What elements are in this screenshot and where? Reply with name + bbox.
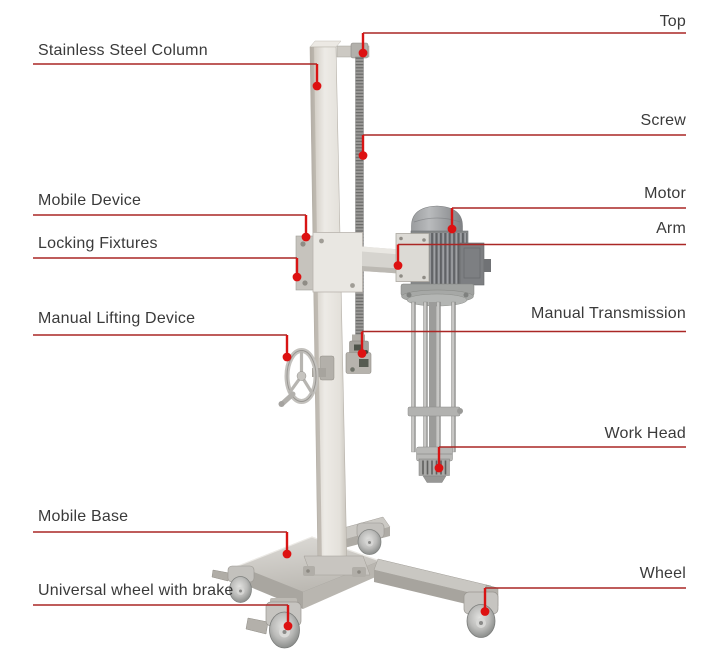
- label-mobile-device: Mobile Device: [38, 192, 142, 209]
- label-stainless-steel-column: Stainless Steel Column: [38, 42, 208, 59]
- leader-locking-fixtures: [33, 257, 302, 282]
- leader-dot: [292, 272, 302, 282]
- label-wheel: Wheel: [639, 565, 686, 582]
- label-mobile-base: Mobile Base: [38, 508, 129, 525]
- leader-dot: [393, 261, 403, 270]
- machine-transmission: [345, 334, 372, 374]
- leader-arm: [393, 243, 686, 270]
- leader-dot: [358, 151, 368, 160]
- label-top: Top: [659, 13, 686, 30]
- label-manual-transmission: Manual Transmission: [531, 305, 686, 322]
- label-screw: Screw: [640, 112, 686, 129]
- leader-dot: [447, 224, 457, 234]
- leader-stainless-steel-column: [33, 63, 322, 91]
- label-universal-wheel-with-brake: Universal wheel with brake: [38, 582, 234, 599]
- caster-back-left: [211, 565, 255, 603]
- label-locking-fixtures: Locking Fixtures: [38, 235, 158, 252]
- label-arm: Arm: [656, 220, 686, 237]
- leader-top: [358, 32, 686, 58]
- machine-shaft-assembly: [406, 293, 468, 453]
- label-work-head: Work Head: [604, 425, 686, 442]
- label-manual-lifting-device: Manual Lifting Device: [38, 310, 196, 327]
- label-motor: Motor: [644, 185, 686, 202]
- leader-dot: [434, 463, 444, 473]
- leader-dot: [480, 607, 490, 616]
- leader-work-head: [434, 446, 686, 473]
- leader-dot: [282, 352, 292, 362]
- leader-mobile-device: [33, 214, 311, 242]
- leader-dot: [358, 48, 368, 58]
- machine-motor: [395, 205, 491, 304]
- leader-dot: [282, 549, 292, 559]
- leader-dot: [283, 621, 293, 631]
- leader-manual-lifting-device: [33, 334, 292, 362]
- leader-universal-wheel: [33, 604, 293, 631]
- leader-dot: [312, 81, 322, 91]
- caster-back-right: [356, 522, 385, 555]
- leader-wheel: [480, 587, 686, 616]
- caster-front-left-with-brake: [245, 598, 302, 649]
- machine-column-foot: [303, 555, 371, 577]
- leader-motor: [447, 207, 686, 234]
- machine-handwheel: [278, 348, 335, 407]
- machine-column: [309, 40, 348, 569]
- leader-dot: [301, 232, 311, 242]
- leader-mobile-base: [33, 531, 292, 559]
- leader-manual-transmission: [357, 330, 686, 358]
- leader-screw: [358, 134, 686, 160]
- leader-dot: [357, 349, 367, 358]
